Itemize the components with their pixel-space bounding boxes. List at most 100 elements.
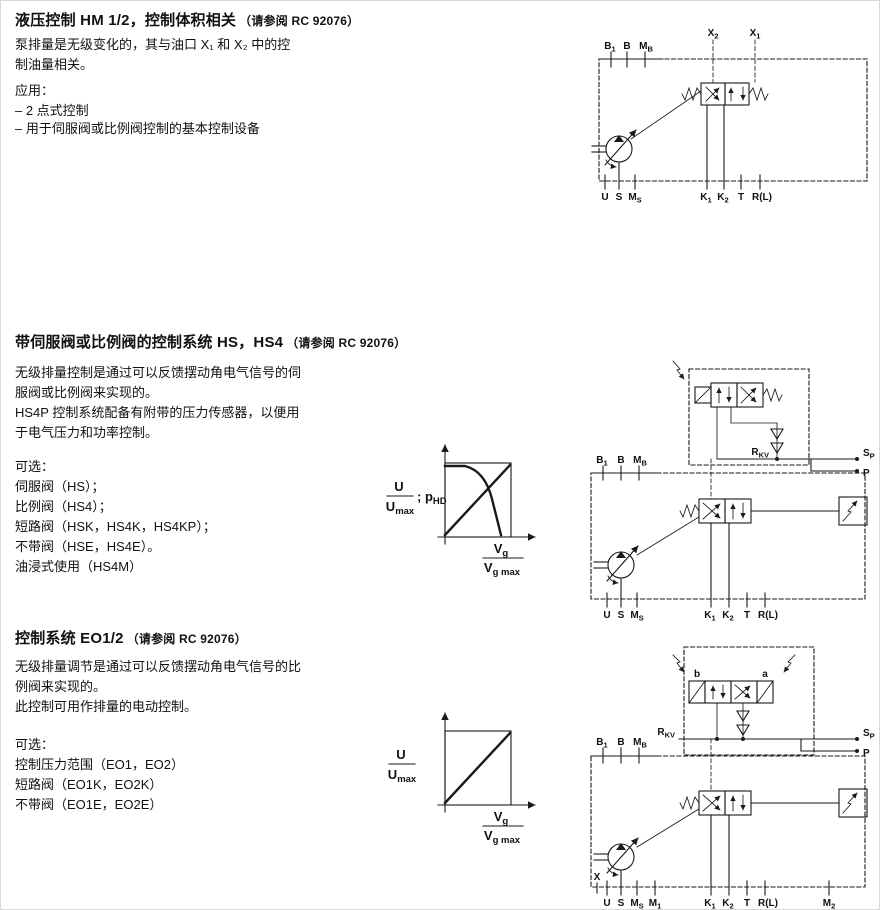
ports-b: B1 B MB xyxy=(596,455,647,481)
port-label-u: U xyxy=(603,610,610,621)
port-label-rl: R(L) xyxy=(752,192,772,203)
port-label-mb: MB xyxy=(633,737,647,750)
pump-housing-outline xyxy=(590,755,866,888)
port-label-b: B xyxy=(623,41,630,52)
section-hm-option: – 用于伺服阀或比例阀控制的基本控制设备 xyxy=(15,121,260,136)
lightning-arrow-icon xyxy=(783,654,796,673)
pump-symbol xyxy=(593,545,639,586)
valve-spring-right xyxy=(748,86,769,102)
feedback-lever xyxy=(636,516,700,556)
section-hm-option: – 2 点式控制 xyxy=(15,103,89,118)
port-label-t: T xyxy=(738,192,744,203)
port-label-x1: X1 xyxy=(750,28,761,41)
port-label-t: T xyxy=(744,898,750,909)
x-label-numerator: Vg xyxy=(494,541,509,559)
rotation-arrow-icon xyxy=(607,575,619,586)
port-label-p: P xyxy=(863,748,870,759)
port-label-ms: MS xyxy=(628,192,641,205)
rotation-arrow-icon xyxy=(605,159,617,170)
section-hm-title-ref: （请参阅 RC 92076） xyxy=(239,14,360,28)
lightning-arrow-icon xyxy=(672,654,685,673)
proportional-valve xyxy=(688,680,774,704)
lightning-arrow-icon xyxy=(842,500,858,522)
port-label-mb: MB xyxy=(639,41,653,54)
port-label-mb: MB xyxy=(633,455,647,468)
eo-circuit-svg: b a RKV xyxy=(590,646,875,910)
section-eo-option: 不带阀（EO1E，EO2E） xyxy=(15,797,163,812)
port-label-sp: SP xyxy=(863,728,875,741)
pump-symbol xyxy=(591,129,637,170)
feedback-lever xyxy=(636,808,700,848)
hs-graph-svg: U Umax ; pHD Vg Vg max xyxy=(386,444,536,578)
pilot-supply-lines: SP P xyxy=(716,448,875,479)
check-valves xyxy=(736,708,750,740)
hm-circuit-diagram: X2 X1 B1 B MB xyxy=(579,25,879,225)
u-curve xyxy=(443,463,512,537)
axes xyxy=(437,444,536,545)
port-label-b1: B1 xyxy=(596,455,607,468)
port-label-x2: X2 xyxy=(708,28,719,41)
port-label-u: U xyxy=(601,192,608,203)
port-label-s: S xyxy=(618,898,625,909)
valve-label-b: b xyxy=(694,669,700,680)
section-hm-body: 泵排量是无级变化的，其与油口 X₁ 和 X₂ 中的控制油量相关。 xyxy=(15,37,291,72)
port-label-x: X xyxy=(594,872,601,883)
pilot-valve-enclosure xyxy=(683,646,815,756)
main-control-valve xyxy=(679,790,752,816)
pump-housing-outline xyxy=(598,58,868,182)
eo-characteristic-graph: U Umax Vg Vg max xyxy=(361,685,546,846)
hs-characteristic-graph: U Umax ; pHD Vg Vg max xyxy=(361,417,546,578)
hs-circuit-svg: RKV SP P B1 B MB xyxy=(590,360,875,623)
section-hs-title-ref: （请参阅 RC 92076） xyxy=(286,336,407,350)
ports-b: B1 B MB xyxy=(596,737,647,764)
valve-spring-left xyxy=(679,795,700,811)
position-transducer xyxy=(838,496,868,526)
port-label-u: U xyxy=(603,898,610,909)
x-label-denominator: Vg max xyxy=(484,828,521,846)
eo-graph-svg: U Umax Vg Vg max xyxy=(388,712,536,846)
section-hs-title: 带伺服阀或比例阀的控制系统 HS，HS4（请参阅 RC 92076） xyxy=(15,331,406,352)
section-eo-title: 控制系统 EO1/2（请参阅 RC 92076） xyxy=(15,627,247,648)
lightning-arrow-icon xyxy=(672,360,685,380)
valve-spring-right xyxy=(762,387,783,403)
x-label-denominator: Vg max xyxy=(484,560,521,578)
lightning-arrow-icon xyxy=(842,792,858,814)
pilot-valve-enclosure xyxy=(688,368,810,466)
section-eo-option: 控制压力范围（EO1，EO2） xyxy=(15,757,185,772)
axes xyxy=(437,712,536,813)
port-label-ms: MS xyxy=(630,610,643,623)
port-label-p: P xyxy=(863,468,870,479)
x-axis-label: Vg Vg max xyxy=(482,541,524,578)
port-label-rkv: RKV xyxy=(657,727,675,740)
port-label-ms: MS xyxy=(630,898,643,910)
hm-circuit-svg: X2 X1 B1 B MB xyxy=(591,28,868,205)
port-label-b: B xyxy=(617,455,624,466)
valve-spring-left xyxy=(679,503,700,519)
port-label-b1: B1 xyxy=(596,737,607,750)
bottom-ports: U S MS K1 K2 T R(L) xyxy=(601,192,772,205)
section-eo-title-text: 控制系统 EO1/2 xyxy=(15,630,124,647)
port-label-m1: M1 xyxy=(649,898,662,910)
y-label-denominator: Umax xyxy=(386,499,415,517)
phd-curve xyxy=(443,464,503,537)
port-label-k1: K1 xyxy=(700,192,711,205)
section-eo-title-ref: （请参阅 RC 92076） xyxy=(126,632,247,646)
u-curve xyxy=(443,731,512,805)
y-axis-label: U Umax xyxy=(388,747,417,785)
x-label-numerator: Vg xyxy=(494,809,509,827)
section-hs-option: 短路阀（HSK，HS4K，HS4KP）； xyxy=(15,519,216,534)
x-axis-label: Vg Vg max xyxy=(482,809,524,846)
section-hs-title-text: 带伺服阀或比例阀的控制系统 HS，HS4 xyxy=(15,334,284,351)
hs-circuit-diagram: RKV SP P B1 B MB xyxy=(581,359,879,623)
valve-label-a: a xyxy=(762,669,768,680)
bottom-ports: U S MS M1 K1 K2 T R(L) M2 xyxy=(603,898,835,910)
port-label-k2: K2 xyxy=(717,192,728,205)
port-label-k2: K2 xyxy=(722,610,733,623)
pump-housing-outline xyxy=(590,472,866,600)
port-label-rl: R(L) xyxy=(758,610,778,621)
y-label-numerator: U xyxy=(396,747,405,762)
port-label-t: T xyxy=(744,610,750,621)
curves xyxy=(443,463,512,537)
feedback-lever xyxy=(630,90,702,140)
